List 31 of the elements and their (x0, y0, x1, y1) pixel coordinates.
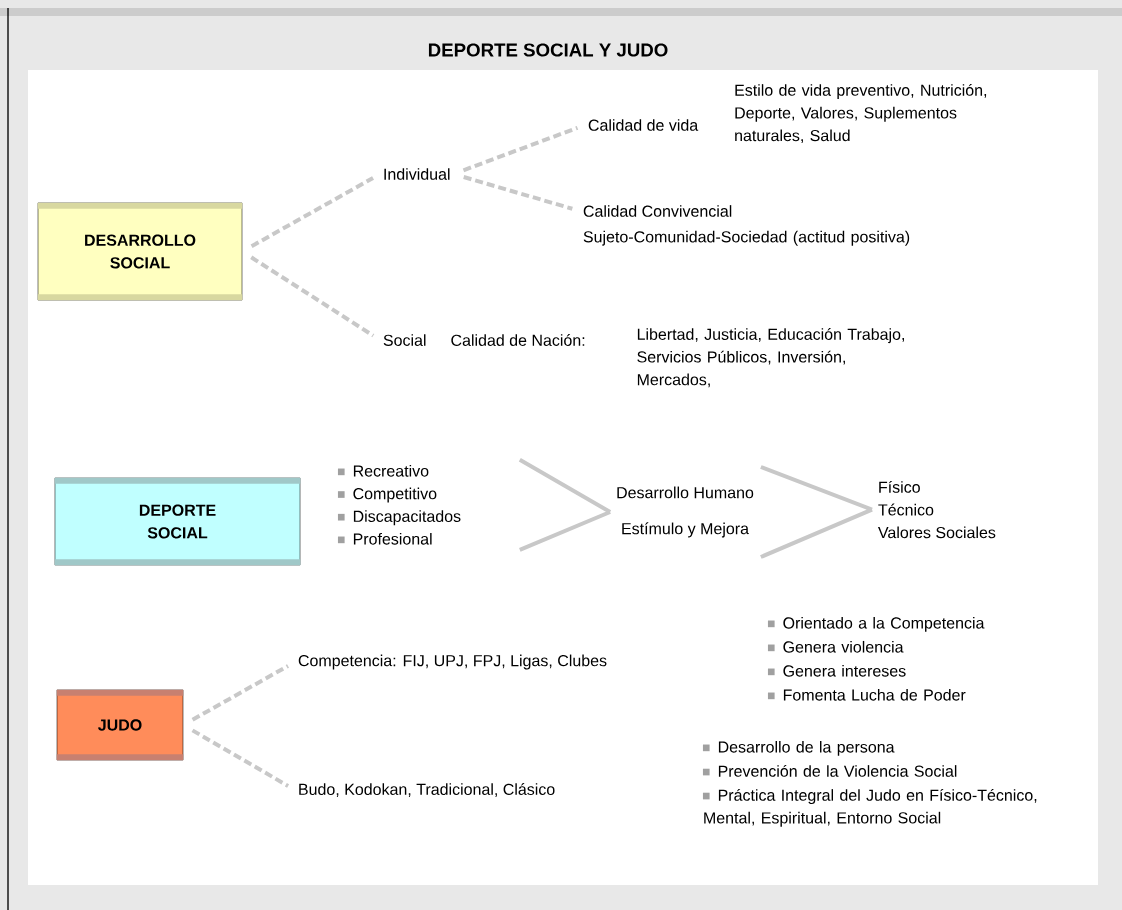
branch-label: Budo, Kodokan, Tradicional, Clásico (299, 783, 555, 797)
chevron-line (758, 465, 874, 559)
note-text: Libertad, Justicia, Educación Trabajo, Servicios Públicos, Inversión, Mercados, (637, 328, 904, 388)
branch-label: Individual (384, 168, 450, 180)
note-text: Estilo de vida preventivo, Nutrición, Deporte, Valores, Suplementos naturales, Salud (735, 83, 987, 144)
connector-line (191, 728, 290, 788)
connector-line (191, 664, 290, 722)
bullet-item: Orientado a la Competencia (767, 616, 985, 632)
branch-label: Físico Técnico Valores Sociales (878, 480, 996, 539)
connector-line (250, 255, 375, 338)
bullet-item: Genera violencia (767, 640, 904, 653)
label-box: DESARROLLO SOCIAL (37, 202, 243, 301)
bullet-item: Prevención de la Violencia Social (702, 764, 957, 777)
branch-label: Desarrollo Humano Estímulo y Mejora (617, 486, 754, 538)
branch-label: Competencia: FIJ, UPJ, FPJ, Ligas, Clubes (298, 654, 607, 670)
label-box: JUDO (56, 689, 184, 761)
bullet-item: Desarrollo de la persona (702, 740, 895, 756)
branch-label: Calidad Convivencial (583, 205, 732, 217)
connector-line (462, 125, 579, 173)
connector-line (463, 175, 573, 211)
branch-label: Calidad de vida (588, 119, 699, 131)
bullet-item: Fomenta Lucha de Poder (767, 688, 966, 701)
branch-label: Recreativo Competitivo Discapacitados Profesional (337, 464, 461, 545)
branch-label: Social Calidad de Nación: (383, 334, 585, 346)
bullet-item: Genera intereses (767, 664, 906, 677)
label-box: DEPORTE SOCIAL (54, 477, 301, 566)
bullet-item: Práctica Integral del Judo en Físico-Técnico, Mental, Espiritual, Entorno Social (702, 788, 1037, 827)
connector-line (250, 176, 374, 248)
chevron-line (517, 457, 613, 552)
title: DEPORTE SOCIAL Y JUDO (428, 43, 668, 57)
note-text: Sujeto-Comunidad-Sociedad (actitud positiva) (583, 230, 910, 246)
